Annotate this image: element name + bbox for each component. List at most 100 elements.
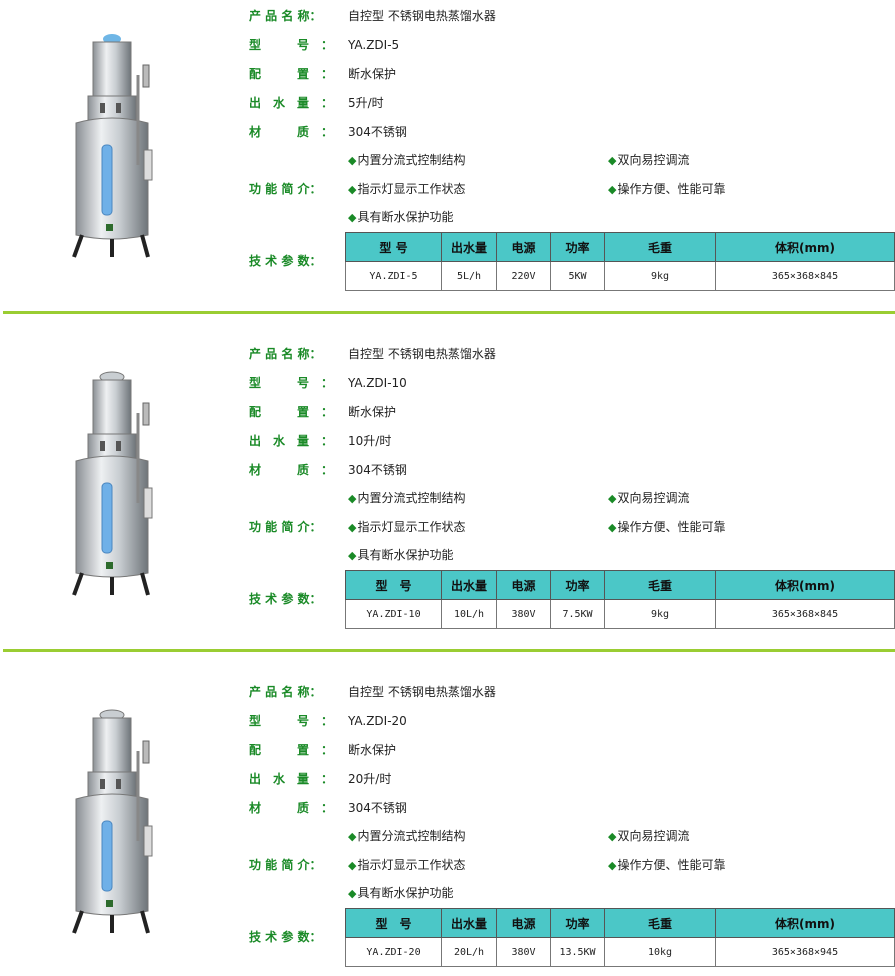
spec-power: 5KW: [550, 261, 605, 291]
name-label: 产 品 名 称：: [249, 685, 322, 699]
spec-model: YA.ZDI-20: [345, 937, 442, 967]
config-value: 断水保护: [348, 743, 397, 757]
spec-model: YA.ZDI-10: [345, 599, 442, 629]
feature-item: ◆指示灯显示工作状态: [348, 858, 466, 872]
diamond-bullet-icon: ◆: [608, 830, 617, 843]
spec-weight: 10kg: [604, 937, 716, 967]
spec-value-row: YA.ZDI-10 10L/h 380V 7.5KW 9kg 365×368×8…: [345, 599, 895, 629]
spec-power-supply: 220V: [496, 261, 551, 291]
spec-volume: 365×368×945: [715, 937, 895, 967]
output-value: 20升/时: [348, 772, 392, 786]
diamond-bullet-icon: ◆: [608, 154, 617, 167]
diamond-bullet-icon: ◆: [348, 887, 357, 900]
diamond-bullet-icon: ◆: [348, 521, 357, 534]
section-divider: [3, 649, 895, 652]
spec-weight: 9kg: [604, 599, 716, 629]
spec-header-row: 型 号 出水量 电源 功率 毛重 体积(mm): [345, 232, 895, 262]
product-section: 产 品 名 称： 自控型 不锈钢电热蒸馏水器 型 号 ： YA.ZDI-10 配…: [0, 338, 895, 638]
model-value: YA.ZDI-10: [348, 376, 407, 390]
feature-item: ◆内置分流式控制结构: [348, 829, 466, 843]
spec-model: YA.ZDI-5: [345, 261, 442, 291]
feature-item: ◆双向易控调流: [608, 491, 690, 505]
spec-value-row: YA.ZDI-20 20L/h 380V 13.5KW 10kg 365×368…: [345, 937, 895, 967]
diamond-bullet-icon: ◆: [608, 492, 617, 505]
config-value: 断水保护: [348, 67, 397, 81]
tech-label: 技 术 参 数：: [249, 930, 322, 944]
spec-table: 型 号 出水量 电源 功率 毛重 体积(mm) YA.ZDI-10 10L/h …: [345, 570, 895, 629]
spec-value-row: YA.ZDI-5 5L/h 220V 5KW 9kg 365×368×845: [345, 261, 895, 291]
name-value: 自控型 不锈钢电热蒸馏水器: [348, 685, 496, 699]
header-output: 出水量: [441, 570, 497, 600]
spec-output: 5L/h: [441, 261, 497, 291]
feature-item: ◆内置分流式控制结构: [348, 153, 466, 167]
output-value: 5升/时: [348, 96, 384, 110]
name-value: 自控型 不锈钢电热蒸馏水器: [348, 9, 496, 23]
header-power-supply: 电源: [496, 570, 551, 600]
header-power: 功率: [550, 570, 605, 600]
diamond-bullet-icon: ◆: [348, 211, 357, 224]
header-power: 功率: [550, 908, 605, 938]
header-weight: 毛重: [604, 908, 716, 938]
header-volume: 体积(mm): [715, 570, 895, 600]
header-power-supply: 电源: [496, 232, 551, 262]
material-value: 304不锈钢: [348, 125, 407, 139]
spec-header-row: 型 号 出水量 电源 功率 毛重 体积(mm): [345, 570, 895, 600]
output-label: 出 水 量 ：: [249, 434, 334, 448]
spec-power: 7.5KW: [550, 599, 605, 629]
header-output: 出水量: [441, 908, 497, 938]
config-label: 配 置 ：: [249, 743, 334, 757]
output-label: 出 水 量 ：: [249, 772, 334, 786]
model-label: 型 号 ：: [249, 714, 334, 728]
header-model: 型 号: [345, 570, 442, 600]
feature-item: ◆指示灯显示工作状态: [348, 520, 466, 534]
feature-item: ◆双向易控调流: [608, 153, 690, 167]
spec-power: 13.5KW: [550, 937, 605, 967]
spec-power-supply: 380V: [496, 937, 551, 967]
diamond-bullet-icon: ◆: [348, 492, 357, 505]
feature-item: ◆具有断水保护功能: [348, 210, 454, 224]
model-label: 型 号 ：: [249, 38, 334, 52]
distiller-image: [72, 709, 153, 934]
header-weight: 毛重: [604, 570, 716, 600]
feature-item: ◆双向易控调流: [608, 829, 690, 843]
output-value: 10升/时: [348, 434, 392, 448]
feature-item: ◆具有断水保护功能: [348, 548, 454, 562]
model-value: YA.ZDI-20: [348, 714, 407, 728]
name-label: 产 品 名 称：: [249, 347, 322, 361]
model-value: YA.ZDI-5: [348, 38, 400, 52]
spec-volume: 365×368×845: [715, 599, 895, 629]
model-label: 型 号 ：: [249, 376, 334, 390]
feature-item: ◆内置分流式控制结构: [348, 491, 466, 505]
feature-item: ◆操作方便、性能可靠: [608, 858, 726, 872]
diamond-bullet-icon: ◆: [348, 154, 357, 167]
feature-item: ◆操作方便、性能可靠: [608, 520, 726, 534]
diamond-bullet-icon: ◆: [608, 859, 617, 872]
material-label: 材 质 ：: [249, 125, 334, 139]
header-model: 型 号: [345, 232, 442, 262]
diamond-bullet-icon: ◆: [608, 183, 617, 196]
name-value: 自控型 不锈钢电热蒸馏水器: [348, 347, 496, 361]
material-value: 304不锈钢: [348, 463, 407, 477]
header-volume: 体积(mm): [715, 908, 895, 938]
config-label: 配 置 ：: [249, 405, 334, 419]
diamond-bullet-icon: ◆: [348, 183, 357, 196]
diamond-bullet-icon: ◆: [348, 830, 357, 843]
spec-power-supply: 380V: [496, 599, 551, 629]
name-label: 产 品 名 称：: [249, 9, 322, 23]
material-label: 材 质 ：: [249, 801, 334, 815]
header-power: 功率: [550, 232, 605, 262]
feature-item: ◆指示灯显示工作状态: [348, 182, 466, 196]
feature-item: ◆操作方便、性能可靠: [608, 182, 726, 196]
header-output: 出水量: [441, 232, 497, 262]
diamond-bullet-icon: ◆: [348, 549, 357, 562]
tech-label: 技 术 参 数：: [249, 592, 322, 606]
header-weight: 毛重: [604, 232, 716, 262]
functions-label: 功 能 简 介：: [249, 520, 322, 534]
spec-volume: 365×368×845: [715, 261, 895, 291]
config-value: 断水保护: [348, 405, 397, 419]
material-label: 材 质 ：: [249, 463, 334, 477]
header-power-supply: 电源: [496, 908, 551, 938]
config-label: 配 置 ：: [249, 67, 334, 81]
feature-item: ◆具有断水保护功能: [348, 886, 454, 900]
distiller-image: [72, 34, 153, 258]
